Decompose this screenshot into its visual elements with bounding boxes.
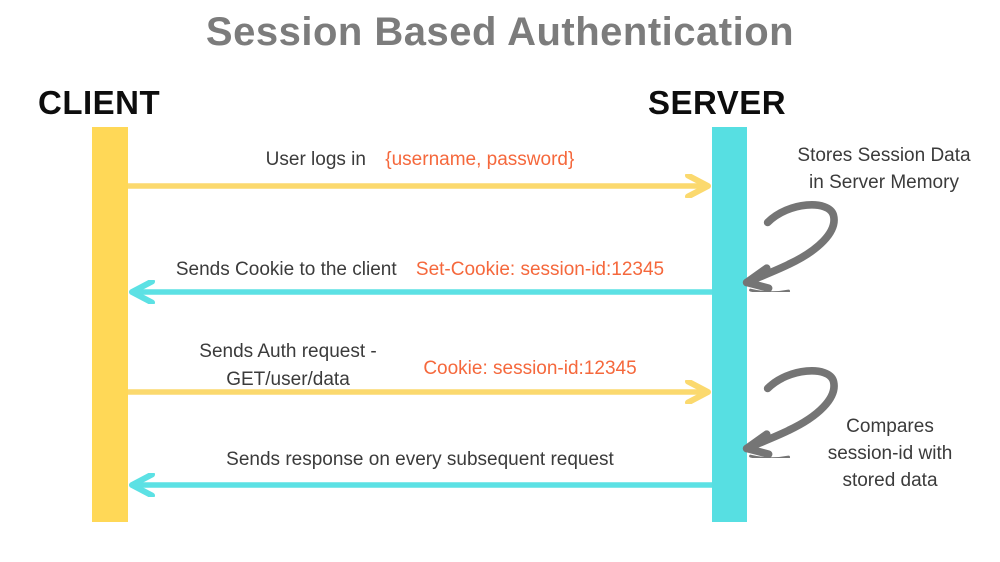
- message-2-label: Sends Cookie to the client Set-Cookie: s…: [128, 257, 712, 283]
- client-actor-label: CLIENT: [38, 84, 161, 121]
- message-4-label: Sends response on every subsequent reque…: [128, 447, 712, 473]
- message-3-payload: Cookie: session-id:12345: [423, 358, 637, 379]
- message-3-label: Sends Auth request - GET/user/data: [128, 338, 448, 394]
- server-note-store-session: Stores Session Data in Server Memory: [768, 142, 1000, 196]
- message-3-text-line2: GET/user/data: [226, 369, 350, 390]
- message-1-text: User logs in: [265, 149, 366, 170]
- note-1-line2: in Server Memory: [809, 172, 959, 193]
- server-lifeline-bar: [712, 127, 747, 522]
- server-note-compare-session: Compares session-id with stored data: [772, 413, 1000, 494]
- response-arrow-left-1: [129, 280, 712, 304]
- message-2-text: Sends Cookie to the client: [175, 259, 397, 280]
- note-2-line3: stored data: [842, 470, 938, 491]
- client-lifeline-bar: [92, 127, 128, 522]
- page-title: Session Based Authentication: [205, 10, 795, 54]
- message-1-payload: {username, password}: [385, 149, 575, 170]
- request-arrow-right-2: [128, 380, 711, 404]
- curved-annotation-arrow-2: [742, 367, 838, 458]
- note-1-line1: Stores Session Data: [797, 145, 971, 166]
- message-1-label: User logs in {username, password}: [128, 147, 712, 173]
- message-4-text: Sends response on every subsequent reque…: [226, 449, 614, 470]
- request-arrow-right-1: [128, 174, 711, 198]
- response-arrow-left-2: [129, 473, 712, 497]
- note-2-line1: Compares: [846, 416, 934, 437]
- message-2-payload: Set-Cookie: session-id:12345: [415, 259, 665, 280]
- server-actor-label: SERVER: [648, 84, 787, 121]
- message-3-text-line1: Sends Auth request -: [199, 341, 377, 362]
- curved-annotation-arrow-1: [742, 201, 838, 292]
- note-2-line2: session-id with: [827, 443, 953, 464]
